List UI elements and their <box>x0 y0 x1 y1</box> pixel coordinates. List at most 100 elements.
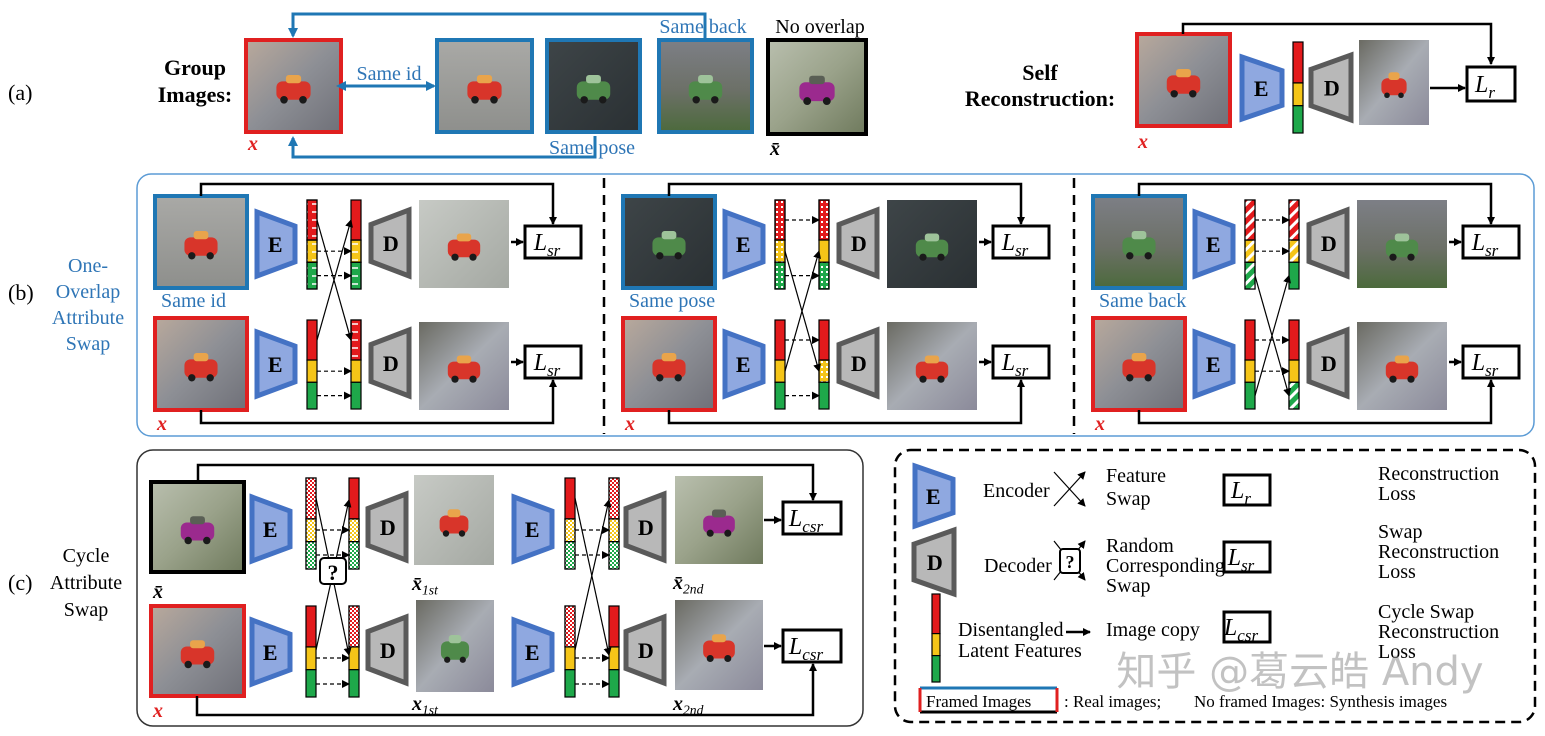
encoder-block: E <box>254 328 298 400</box>
subscript: 2nd <box>683 581 704 596</box>
pattern-overlay <box>1244 239 1256 263</box>
vehicle-body <box>440 641 470 660</box>
pose-segment <box>1288 359 1300 383</box>
decoder-block: D <box>1308 51 1354 124</box>
x-label: x <box>1094 413 1105 435</box>
image-xbar <box>149 480 246 574</box>
decoder-letter: D <box>383 231 399 256</box>
identity-segment <box>774 319 786 361</box>
background-segment <box>348 669 360 698</box>
section-c-label: (c) <box>8 570 32 595</box>
vehicle-body <box>439 515 469 534</box>
x-label: x <box>156 413 167 435</box>
legend-loss-csr: Lcsr <box>1222 610 1272 645</box>
loss-letter: L <box>1001 350 1015 376</box>
pattern-overlay <box>350 239 362 263</box>
encoder-letter: E <box>263 517 278 542</box>
legend-loss-sr-desc: Reconstruction <box>1378 541 1499 563</box>
encoder-letter: E <box>736 232 751 257</box>
wheel <box>206 374 214 382</box>
vehicle-body <box>180 646 215 665</box>
loss-subscript: sr <box>1015 241 1029 260</box>
loss-letter: L <box>533 350 547 376</box>
encoder-letter: E <box>268 352 283 377</box>
loss-frame <box>1222 540 1272 574</box>
loss-csr-box: Lcsr <box>781 500 843 536</box>
wheel <box>656 374 664 382</box>
encoder-icon <box>912 462 956 530</box>
pattern-overlay <box>306 261 318 290</box>
vehicle-roof <box>190 640 205 649</box>
vehicle-body <box>799 82 835 102</box>
legend-loss-sr-desc: Loss <box>1378 561 1416 583</box>
framed-images-desc: : Real images; <box>1064 692 1161 711</box>
x-label: x <box>624 413 635 435</box>
pattern-overlay <box>608 477 620 520</box>
legend-loss-sr-desc: Swap <box>1378 521 1422 543</box>
encoder-icon <box>1192 328 1236 400</box>
encoder-block: E <box>1192 208 1236 280</box>
partner-label: Same back <box>1099 290 1186 312</box>
vehicle-roof <box>924 233 940 242</box>
identity-segment <box>1288 319 1300 361</box>
wheel <box>674 252 682 260</box>
loss-subscript: sr <box>1485 361 1499 380</box>
wheel <box>1126 374 1134 382</box>
decoder-icon <box>1308 51 1354 124</box>
copy-to-loss-arrow <box>199 182 557 225</box>
decoder-letter: D <box>380 638 396 663</box>
decoder-letter: D <box>638 638 654 663</box>
background-segment <box>1244 381 1256 410</box>
image-x <box>153 316 249 412</box>
vehicle-body <box>915 361 949 380</box>
loss-letter: L <box>1227 545 1241 571</box>
encoder-icon <box>1192 208 1236 280</box>
vehicle-body <box>688 81 723 100</box>
loss-frame <box>1222 610 1272 644</box>
copy-to-loss-arrow <box>196 463 817 501</box>
vehicle-roof <box>1131 352 1147 362</box>
decoder-icon <box>365 613 409 687</box>
pose-segment <box>1292 82 1304 107</box>
encoder-letter: E <box>263 640 278 665</box>
framed-images-label: Framed Images <box>926 692 1031 711</box>
image-reconstructed <box>1357 200 1447 288</box>
encoder-block: E <box>254 208 298 280</box>
loss-frame <box>781 500 843 536</box>
wheel <box>188 252 196 260</box>
copy-to-loss-arrow <box>1137 182 1495 225</box>
wheel <box>471 96 479 104</box>
pattern-overlay <box>305 477 317 520</box>
pattern-overlay <box>348 541 360 570</box>
pattern-overlay <box>774 199 786 241</box>
pose-segment <box>774 359 786 383</box>
swapped-latent-features <box>818 319 830 410</box>
encoder-letter: E <box>1254 76 1269 101</box>
loss-frame <box>1222 473 1272 507</box>
encoder-icon <box>249 616 293 688</box>
loss-symbol: Lsr <box>1227 545 1255 575</box>
section-a-label: (a) <box>8 80 32 105</box>
pose-segment <box>350 359 362 383</box>
loss-letter: L <box>1001 230 1015 256</box>
image-xbar-2nd <box>675 476 763 564</box>
image-x-self <box>1135 32 1232 128</box>
symbol: x̄ <box>411 573 422 595</box>
loss-csr-box: Lcsr <box>781 628 843 664</box>
vehicle-body <box>447 239 481 258</box>
same-pose-arrow <box>288 136 597 159</box>
identity-segment <box>348 477 360 520</box>
loss-subscript: sr <box>1241 556 1255 575</box>
loss-letter: L <box>1471 230 1485 256</box>
wheel <box>692 96 700 104</box>
decoder-block: D <box>911 526 957 598</box>
legend-feature-swap-label: Feature <box>1106 465 1166 487</box>
decoder-icon <box>1306 326 1350 400</box>
loss-frame <box>1465 65 1517 103</box>
xbar-label: x̄ <box>769 138 780 160</box>
pose-segment <box>931 632 941 657</box>
wheel <box>188 374 196 382</box>
same-id-label: Same id <box>357 63 422 85</box>
xbar-2nd-label: x̄2nd <box>672 572 704 596</box>
encoder-icon <box>511 616 555 688</box>
